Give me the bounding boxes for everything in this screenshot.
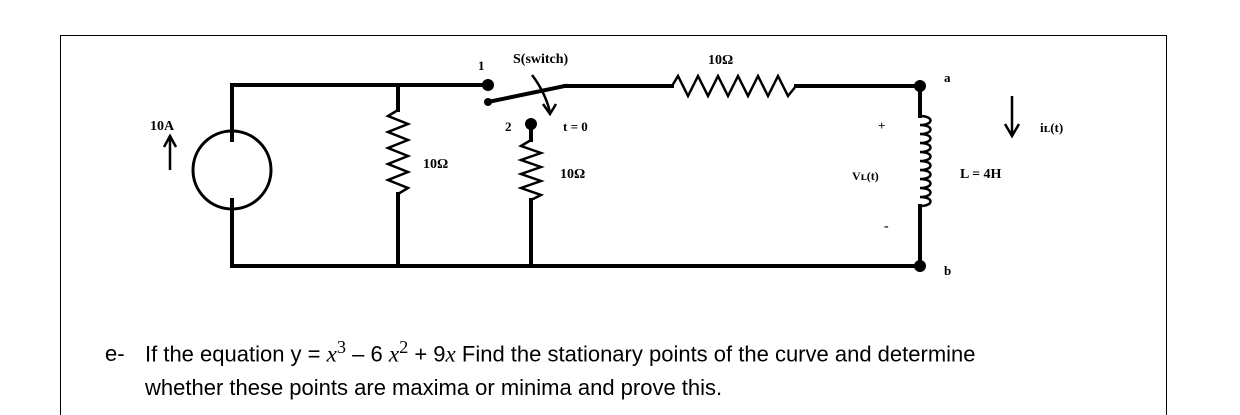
inductor-label: L = 4H bbox=[960, 167, 1002, 182]
plus-sign: + bbox=[878, 118, 885, 133]
terminal-1-label: 1 bbox=[478, 58, 485, 73]
voltage-label: Vʟ(t) bbox=[852, 169, 879, 183]
current-source bbox=[191, 129, 273, 211]
current-arrow-icon bbox=[1003, 96, 1021, 139]
math-x-squared: x bbox=[388, 341, 400, 367]
node-b bbox=[914, 260, 926, 272]
circuit-diagram: 10A 10Ω 1 S(switch) t = 0 2 10Ω 10Ω a b … bbox=[150, 52, 1063, 278]
source-label: 10A bbox=[150, 119, 175, 134]
switch-terminal-1 bbox=[482, 79, 494, 91]
inductor bbox=[919, 114, 932, 208]
shunt-resistor-1-label: 10Ω bbox=[423, 157, 448, 172]
switch-time-label: t = 0 bbox=[563, 119, 588, 134]
switch-label: S(switch) bbox=[513, 52, 569, 67]
shunt-resistor-1 bbox=[384, 108, 412, 196]
switch-blade bbox=[485, 83, 568, 105]
shunt-resistor-2-label: 10Ω bbox=[560, 167, 585, 182]
shunt-resistor-2 bbox=[517, 138, 545, 202]
source-arrow-icon bbox=[162, 133, 178, 170]
question-text-after: Find the stationary points of the curve … bbox=[455, 341, 976, 367]
exponent-3: 3 bbox=[336, 337, 347, 357]
question-marker: e- bbox=[105, 341, 125, 367]
minus-sign: - bbox=[884, 219, 889, 234]
math-plus-9: + 9 bbox=[408, 341, 446, 367]
switch-action-arrow-icon bbox=[531, 74, 558, 117]
series-resistor-label: 10Ω bbox=[708, 53, 733, 68]
terminal-2-label: 2 bbox=[505, 119, 512, 134]
current-label: iʟ(t) bbox=[1040, 120, 1063, 135]
question-text-before: If the equation y = bbox=[145, 341, 327, 367]
node-b-label: b bbox=[944, 263, 951, 278]
math-minus-6: – 6 bbox=[346, 341, 389, 367]
node-a-label: a bbox=[944, 70, 951, 85]
math-x: x bbox=[445, 341, 456, 367]
question-line-1: e-If the equation y = x3 – 6 x2 + 9x Fin… bbox=[105, 330, 1165, 371]
math-x-cubed: x bbox=[326, 341, 337, 367]
question-line-2: whether these points are maxima or minim… bbox=[145, 375, 723, 401]
exponent-2: 2 bbox=[399, 337, 409, 357]
question-text: e-If the equation y = x3 – 6 x2 + 9x Fin… bbox=[105, 330, 1165, 405]
problem-frame bbox=[60, 35, 1167, 415]
switch-pivot bbox=[484, 98, 492, 106]
series-resistor bbox=[670, 73, 797, 99]
